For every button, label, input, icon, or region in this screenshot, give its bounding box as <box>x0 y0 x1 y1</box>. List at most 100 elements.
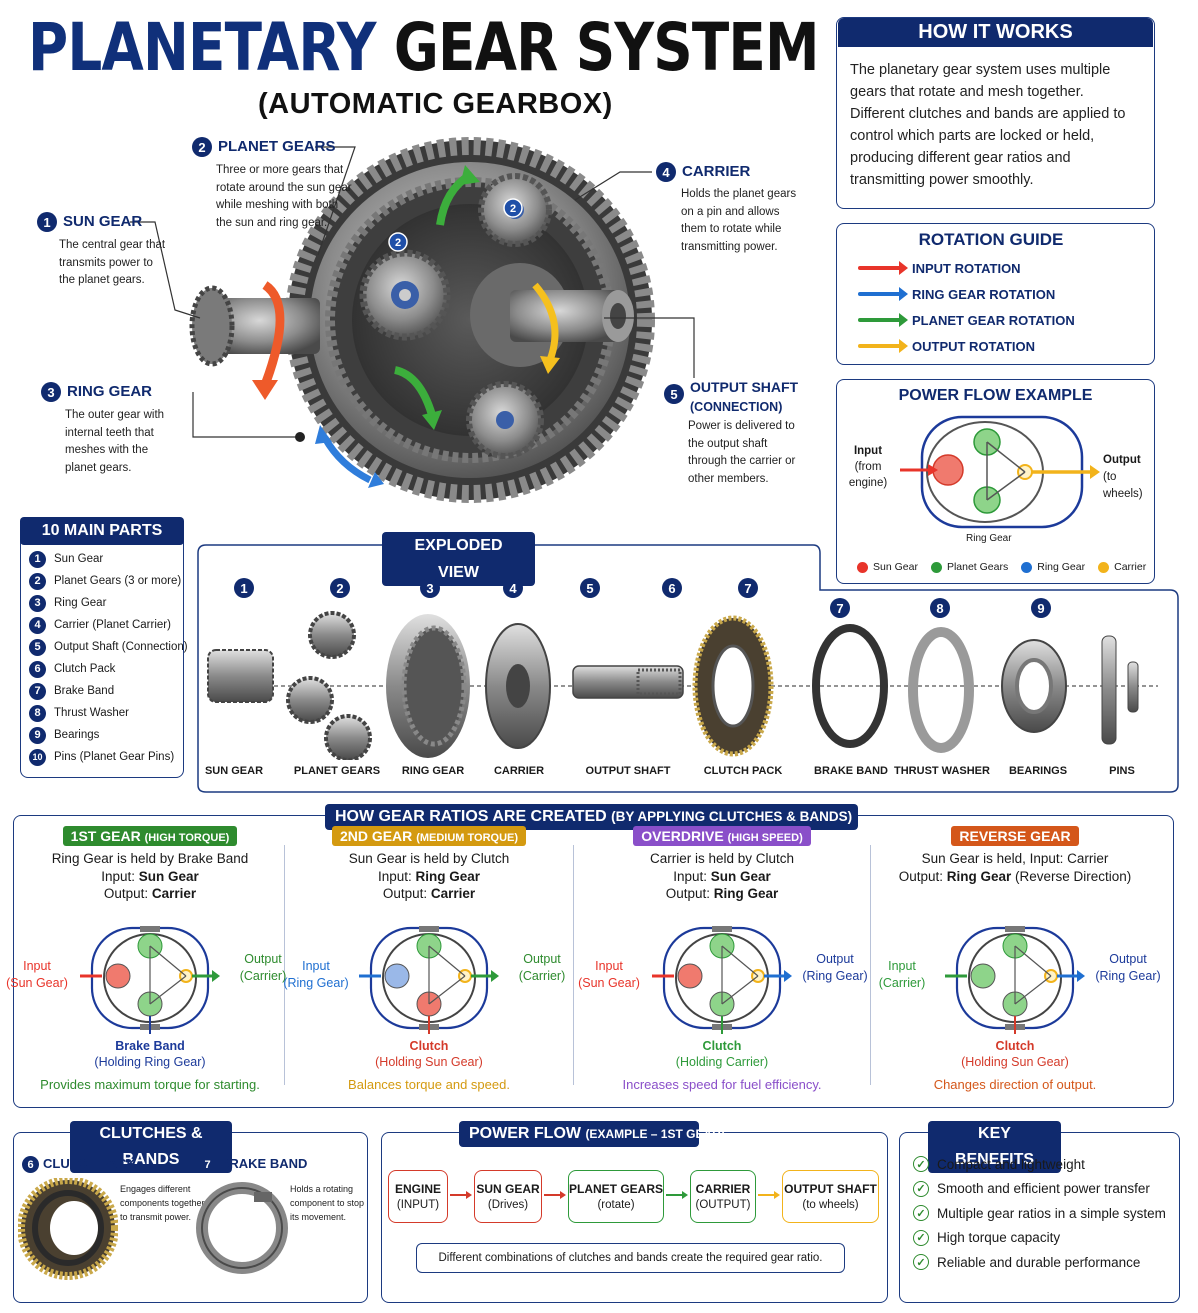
number-badge: 2 <box>192 137 212 157</box>
how-it-works-text: The planetary gear system uses multiple … <box>850 62 1126 188</box>
exp-label: PLANET GEARS <box>293 765 381 777</box>
how-it-works-panel <box>836 17 1155 209</box>
power-flow-title: POWER FLOW (EXAMPLE – 1ST GEAR) <box>459 1121 725 1147</box>
ratio-divider <box>573 845 574 1085</box>
title-part1: PLANETARY <box>28 9 376 86</box>
rotation-ring: RING GEAR ROTATION <box>858 281 1075 307</box>
pfe-input-label: Input(from engine) <box>848 445 888 489</box>
power-flow-note: Different combinations of clutches and b… <box>416 1243 845 1273</box>
flow-box-engine: ENGINE(INPUT) <box>388 1170 448 1223</box>
flow-arrows <box>450 1191 780 1199</box>
callout-planet-gears-desc: Three or more gears that rotate around t… <box>216 164 352 229</box>
ratio-input-label: Input(Sun Gear) <box>578 959 640 990</box>
exp-label: PINS <box>1109 765 1135 777</box>
exploded-view-numbers: 1 2 3 4 5 6 7 7 8 9 <box>0 578 1198 638</box>
ratio-hold-label: Clutch(Holding Sun Gear) <box>375 1039 483 1069</box>
exp-number: 5 <box>580 578 600 598</box>
rotation-output: OUTPUT ROTATION <box>858 333 1075 359</box>
ratio-diagram-2 <box>652 926 792 1034</box>
flow-box-carrier: CARRIER(OUTPUT) <box>690 1170 756 1223</box>
benefit-item: ✓High torque capacity <box>913 1226 1166 1251</box>
rotation-guide-title: ROTATION GUIDE <box>918 230 1064 249</box>
check-icon: ✓ <box>913 1180 929 1197</box>
callout-carrier-desc: Holds the planet gears on a pin and allo… <box>681 188 797 253</box>
exp-number: 8 <box>930 598 950 618</box>
callout-output-shaft-desc: Power is delivered to the output shaft t… <box>688 420 796 485</box>
exp-label: BRAKE BAND <box>814 765 888 777</box>
ratio-footnote: Provides maximum torque for starting. <box>40 1077 260 1092</box>
ratio-column-2: OVERDRIVE (HIGH SPEED)Carrier is held by… <box>576 826 868 903</box>
exp-label: SUN GEAR <box>204 765 264 777</box>
ratio-output-label: Output(Carrier) <box>518 952 566 983</box>
power-flow-example-diagram <box>900 415 1100 529</box>
rotation-input: INPUT ROTATION <box>858 255 1075 281</box>
brake-band-desc: Holds a rotating component to stop its m… <box>290 1184 365 1222</box>
benefit-item: ✓Smooth and efficient power transfer <box>913 1177 1166 1202</box>
page-title: PLANETARY GEAR SYSTEM <box>28 12 819 84</box>
number-badge: 5 <box>664 384 684 404</box>
red-arrow-icon <box>858 261 908 275</box>
check-icon: ✓ <box>913 1229 929 1246</box>
ratio-output-label: Output(Ring Gear) <box>1095 952 1161 983</box>
callout-ring-gear-desc: The outer gear with internal teeth that … <box>65 409 165 474</box>
clutch-pack-image <box>18 1178 118 1280</box>
exp-label: CARRIER <box>493 765 545 777</box>
legend-planet: Planet Gears <box>930 561 1008 573</box>
callout-leader-lines <box>130 146 695 442</box>
green-arrow-icon <box>858 313 908 327</box>
exploded-view-parts <box>207 611 1158 760</box>
ratio-input-label: Input(Ring Gear) <box>283 959 349 990</box>
ratio-input-label: Input(Carrier) <box>878 959 926 990</box>
callout-sun-gear-desc: The central gear that transmits power to… <box>59 239 166 286</box>
ratio-divider <box>870 845 871 1085</box>
ratio-hold-label: Clutch(Holding Carrier) <box>675 1039 769 1069</box>
flow-box-output-shaft: OUTPUT SHAFT(to wheels) <box>782 1170 879 1223</box>
benefit-item: ✓Reliable and durable performance <box>913 1250 1166 1275</box>
number-badge: 1 <box>37 212 57 232</box>
ratio-hold-label: Brake Band(Holding Ring Gear) <box>94 1039 206 1069</box>
svg-text:2: 2 <box>395 237 401 249</box>
check-icon: ✓ <box>913 1156 929 1173</box>
ratio-column-3: REVERSE GEAR Sun Gear is held, Input: Ca… <box>873 826 1157 885</box>
ratio-diagram-0 <box>80 926 220 1034</box>
how-it-works-title: HOW IT WORKS <box>838 18 1153 47</box>
exploded-view-labels: SUN GEAR PLANET GEARS RING GEAR CARRIER … <box>0 765 1198 781</box>
ratio-tag: OVERDRIVE (HIGH SPEED) <box>633 826 811 846</box>
ratio-input-label: Input(Sun Gear) <box>6 959 68 990</box>
ratio-column-0: 1ST GEAR (HIGH TORQUE) Ring Gear is held … <box>18 826 282 903</box>
ratio-footnote: Changes direction of output. <box>933 1077 1097 1092</box>
exp-number: 1 <box>234 578 254 598</box>
exp-number: 4 <box>503 578 523 598</box>
planetary-gear-illustration: 2 2 <box>189 137 655 503</box>
exp-number: 3 <box>420 578 440 598</box>
ratio-tag: 2ND GEAR (MEDIUM TORQUE) <box>331 826 527 846</box>
title-part2: GEAR SYSTEM <box>393 9 820 86</box>
exp-number: 2 <box>330 578 350 598</box>
exp-label: CLUTCH PACK <box>703 765 783 777</box>
legend-ring: Ring Gear <box>1021 561 1085 573</box>
main-parts-title: 10 MAIN PARTS <box>20 517 184 545</box>
legend-sun: Sun Gear <box>857 561 918 573</box>
main-parts-panel <box>20 531 184 778</box>
gear-ratios-title: HOW GEAR RATIOS ARE CREATED (BY APPLYING… <box>325 804 858 830</box>
benefit-item: ✓Multiple gear ratios in a simple system <box>913 1201 1166 1226</box>
ratio-tag: 1ST GEAR (HIGH TORQUE) <box>62 826 238 846</box>
svg-text:2: 2 <box>510 203 516 215</box>
